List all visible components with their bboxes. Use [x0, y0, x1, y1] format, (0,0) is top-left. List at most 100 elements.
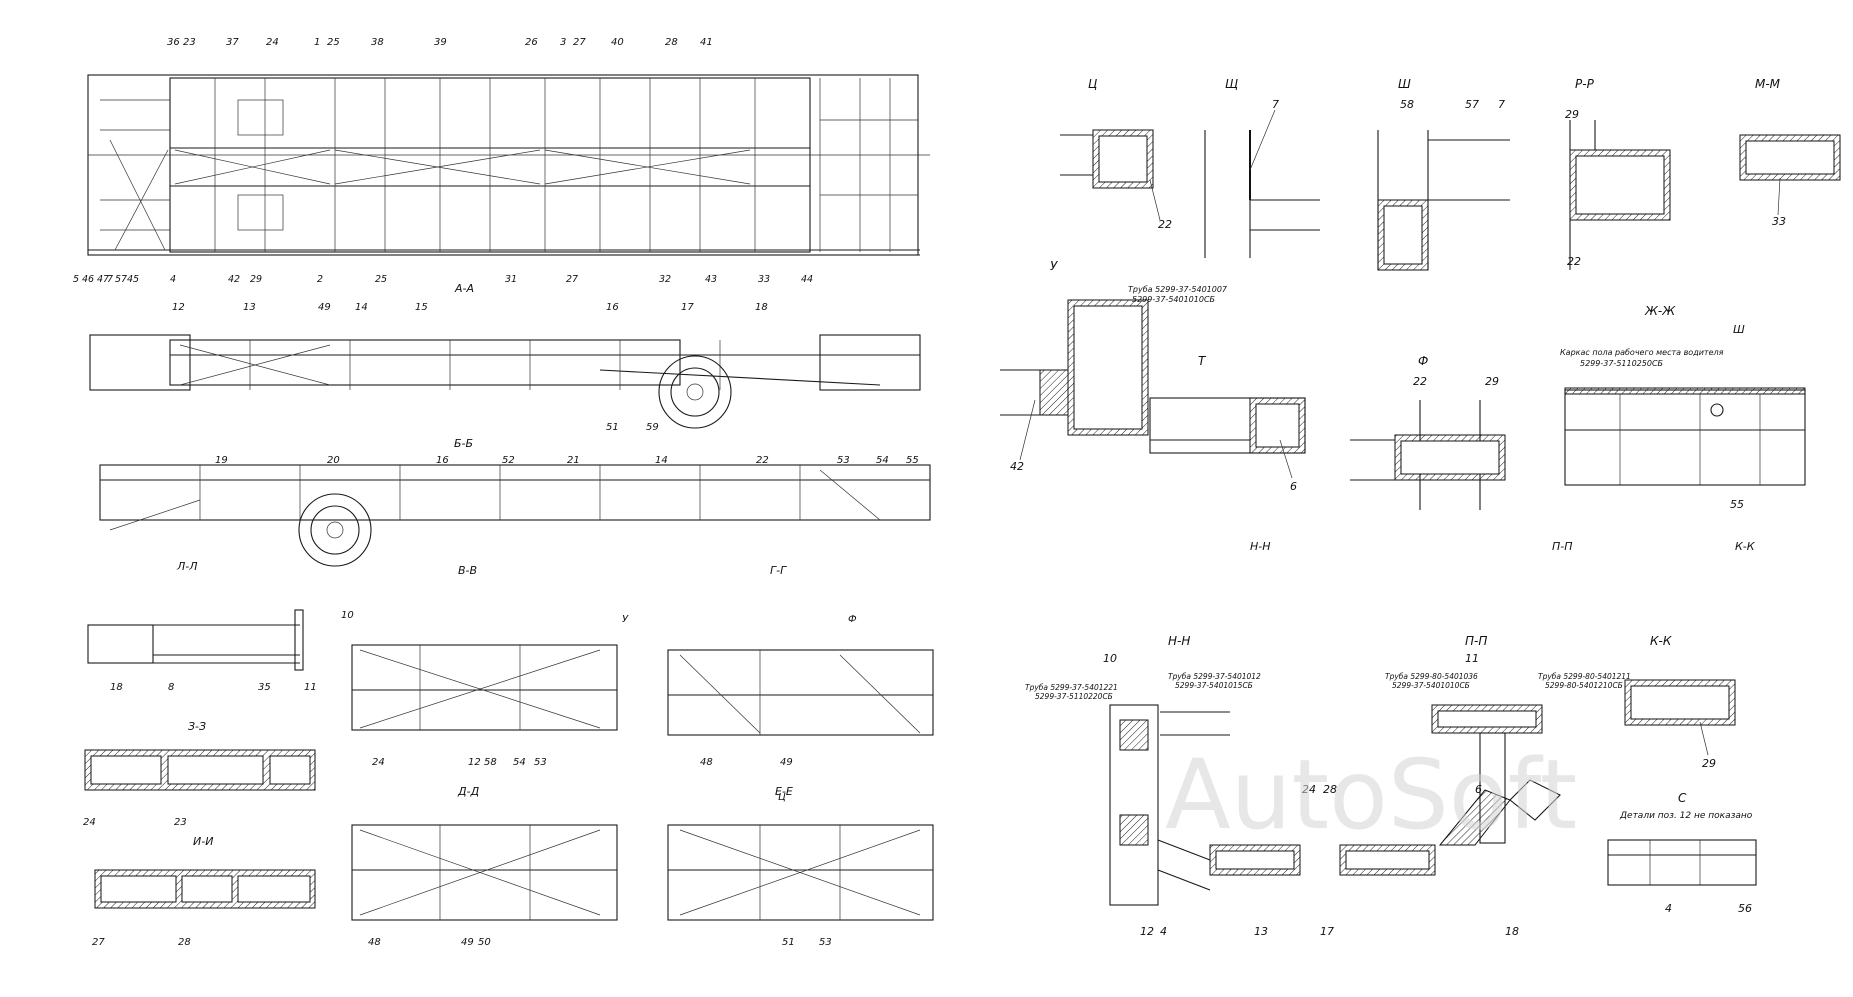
callout-number: 2	[317, 274, 323, 285]
callout-number: 58	[1400, 98, 1414, 111]
callout-number: 22	[1567, 255, 1581, 268]
detail-u-note-1: Труба 5299-37-5401007	[1128, 285, 1228, 294]
callout-number: Н-Н	[1250, 540, 1271, 553]
detail-u-callout: 42	[1010, 460, 1024, 473]
callout-number: 52	[502, 455, 515, 466]
callout-number: 51	[782, 937, 795, 948]
detail-u: У Труба 5299-37-5401007 5299-37-5401010С…	[1000, 259, 1228, 473]
detail-shch-callout: 7	[1272, 98, 1279, 111]
top-view-ribs	[100, 78, 918, 252]
section-bottom-left: 27 28	[92, 869, 316, 948]
callout-number: 11	[1465, 652, 1479, 665]
detail-pp-note-left-1: Труба 5299-80-5401036	[1385, 672, 1478, 681]
section-ee-label: Е-Е	[775, 785, 793, 798]
callout-number: 28	[178, 937, 191, 948]
detail-mm: М-М 33	[1739, 77, 1841, 228]
callout-number: 25	[375, 274, 387, 285]
callout-number: 41	[700, 37, 713, 48]
callout-number: 23	[183, 37, 196, 48]
callout-number: 16	[436, 455, 449, 466]
callout-number: 20	[327, 455, 340, 466]
callout-number: 8	[168, 682, 174, 693]
detail-mm-label: М-М	[1755, 77, 1781, 91]
callout-number: 29	[1565, 108, 1579, 121]
callout-number: У	[622, 614, 629, 625]
callout-number: 10	[1103, 652, 1117, 665]
callout-number: 27	[566, 274, 578, 285]
detail-nn-note-right-2: 5299-37-5401015СБ	[1175, 681, 1253, 690]
detail-t-callout: 6	[1290, 480, 1297, 493]
callout-number: 4	[1160, 925, 1167, 938]
callout-number: 24	[372, 757, 385, 768]
callout-number: П-П	[1552, 540, 1573, 553]
detail-kk-label: К-К	[1650, 634, 1672, 648]
callout-number: 4	[1665, 902, 1672, 915]
callout-number: 27	[573, 37, 586, 48]
callout-number: 57	[1465, 98, 1479, 111]
detail-u-note-2: 5299-37-5401010СБ	[1132, 295, 1216, 304]
detail-nn-note-left-1: Труба 5299-37-5401221	[1025, 683, 1118, 692]
detail-zhzh-note-1: Каркас пола рабочего места водителя	[1560, 348, 1724, 357]
detail-s-note: Детали поз. 12 не показано	[1619, 811, 1753, 821]
callout-number: 12	[1140, 925, 1154, 938]
callout-number: 27	[92, 937, 105, 948]
detail-shch: Щ 7	[1204, 77, 1320, 258]
callout-number: 29	[1485, 375, 1499, 388]
callout-number: 26	[525, 37, 538, 48]
callout-number: 59	[646, 422, 659, 433]
callout-number: 5	[73, 274, 79, 285]
row-labels: Н-Н П-П К-К	[1250, 540, 1756, 553]
callout-number: 58	[484, 757, 497, 768]
detail-pp-label: П-П	[1465, 634, 1487, 648]
section-bottom-left-callouts: 27 28	[92, 937, 191, 948]
callout-number: 13	[1254, 925, 1268, 938]
detail-kk-callout: 29	[1702, 757, 1716, 770]
callout-number: 23	[174, 817, 187, 828]
callout-number: 54	[513, 757, 526, 768]
callout-number: Б-Б	[454, 437, 473, 450]
callout-number: 54	[876, 455, 889, 466]
detail-zhzh-note-2: 5299-37-5110250СБ	[1580, 359, 1664, 368]
callout-number: Ц	[778, 792, 786, 803]
callout-number: 22	[1413, 375, 1427, 388]
callout-number: 17	[1320, 925, 1334, 938]
callout-number: 22	[756, 455, 769, 466]
callout-number: 24	[83, 817, 96, 828]
callout-number: 12	[172, 302, 185, 313]
callout-number: К-К	[1735, 540, 1756, 553]
detail-nn-label: Н-Н	[1168, 634, 1190, 648]
callout-number: 55	[906, 455, 919, 466]
detail-rr: Р-Р 29 22	[1565, 77, 1671, 270]
callout-number: 1	[314, 37, 320, 48]
detail-u-label: У	[1050, 259, 1058, 273]
detail-nn-note-left-2: 5299-37-5110220СБ	[1035, 692, 1113, 701]
detail-s-label: С	[1678, 791, 1687, 805]
callout-number: 51	[606, 422, 619, 433]
callout-number: 46	[82, 274, 94, 285]
callout-number: 4	[170, 274, 176, 285]
callout-number: 28	[1323, 783, 1337, 796]
callout-number: 11	[304, 682, 317, 693]
callout-number: 14	[655, 455, 668, 466]
callout-number: 25	[327, 37, 340, 48]
callout-number: 10	[341, 610, 354, 621]
callout-number: 12	[468, 757, 481, 768]
detail-t-label: Т	[1198, 354, 1207, 368]
detail-nn: Н-Н Труба 5299-37-5401221 5299-37-511022…	[1025, 634, 1316, 938]
detail-rr-label: Р-Р	[1575, 77, 1595, 91]
callout-number: 49	[461, 937, 474, 948]
callout-number: 44	[801, 274, 813, 285]
